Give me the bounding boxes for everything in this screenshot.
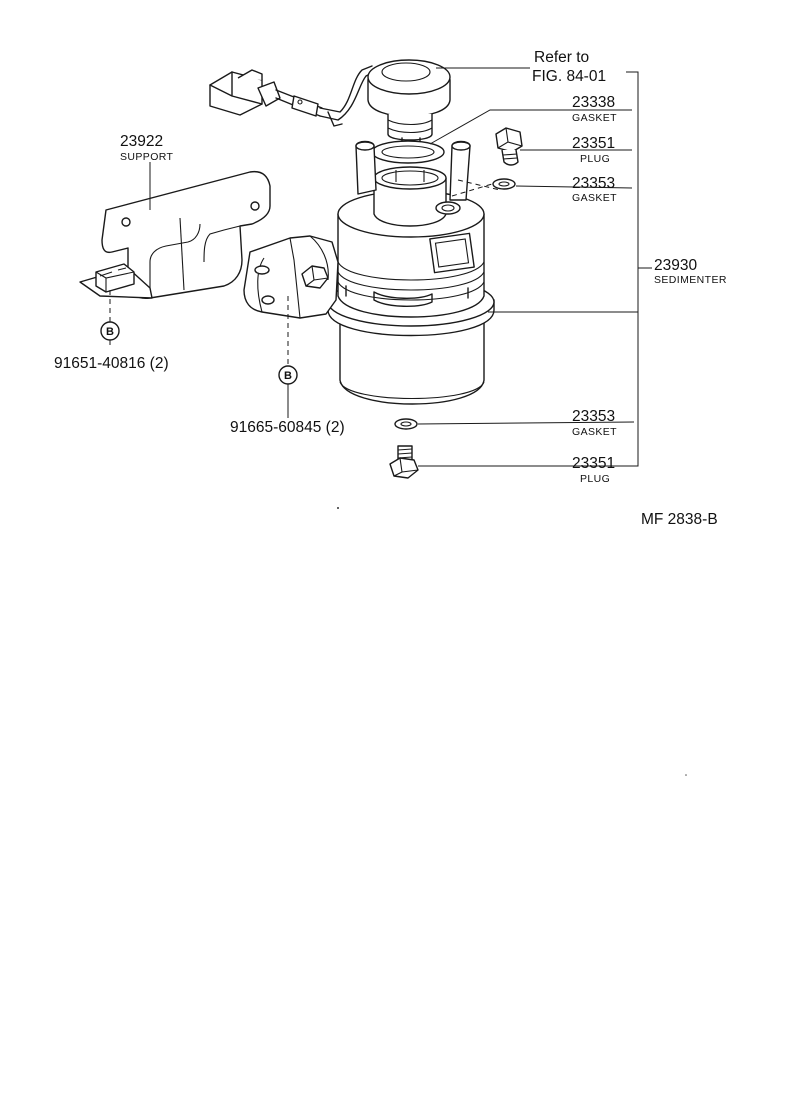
bolt-marker-right-label: B — [284, 370, 292, 382]
sedimenter-number: 23930 — [654, 257, 697, 274]
plug-top-number: 23351 — [572, 135, 615, 152]
support-number: 23922 — [120, 133, 163, 150]
gasket-bottom-drawing — [394, 418, 418, 430]
bolt-left-part-number: 91651-40816 (2) — [54, 355, 169, 372]
bolt-marker-right: B — [278, 365, 298, 385]
reference-line2: FIG. 84-01 — [532, 68, 606, 85]
plug-bottom-drawing — [389, 445, 419, 479]
gasket-top-drawing — [492, 178, 516, 190]
gasket-bottom-number: 23353 — [572, 408, 615, 425]
scan-speck — [685, 774, 687, 776]
plug-top-name: PLUG — [580, 153, 610, 165]
gasket-23338-drawing — [371, 140, 445, 164]
mounting-clamp-drawing — [243, 235, 339, 319]
gasket-top-name: GASKET — [572, 192, 617, 204]
support-bracket-drawing — [79, 170, 271, 299]
support-name: SUPPORT — [120, 151, 174, 163]
scan-speck — [337, 507, 339, 509]
plug-top-drawing — [495, 127, 523, 166]
figure-code: MF 2838-B — [641, 511, 718, 528]
leader-lines — [109, 67, 652, 467]
gasket-23338-name: GASKET — [572, 112, 617, 124]
gasket-bottom-name: GASKET — [572, 426, 617, 438]
gasket-top-number: 23353 — [572, 175, 615, 192]
bolt-marker-left: B — [100, 321, 120, 341]
plug-bottom-number: 23351 — [572, 455, 615, 472]
reference-line1: Refer to — [534, 49, 589, 66]
wire-connector-drawing — [209, 65, 375, 127]
gasket-23338-number: 23338 — [572, 94, 615, 111]
filter-cap-drawing — [367, 59, 451, 151]
plug-bottom-name: PLUG — [580, 473, 610, 485]
sedimenter-name: SEDIMENTER — [654, 274, 727, 286]
bolt-right-part-number: 91665-60845 (2) — [230, 419, 345, 436]
bolt-marker-left-label: B — [106, 326, 114, 338]
sedimenter-body-drawing — [327, 140, 501, 405]
